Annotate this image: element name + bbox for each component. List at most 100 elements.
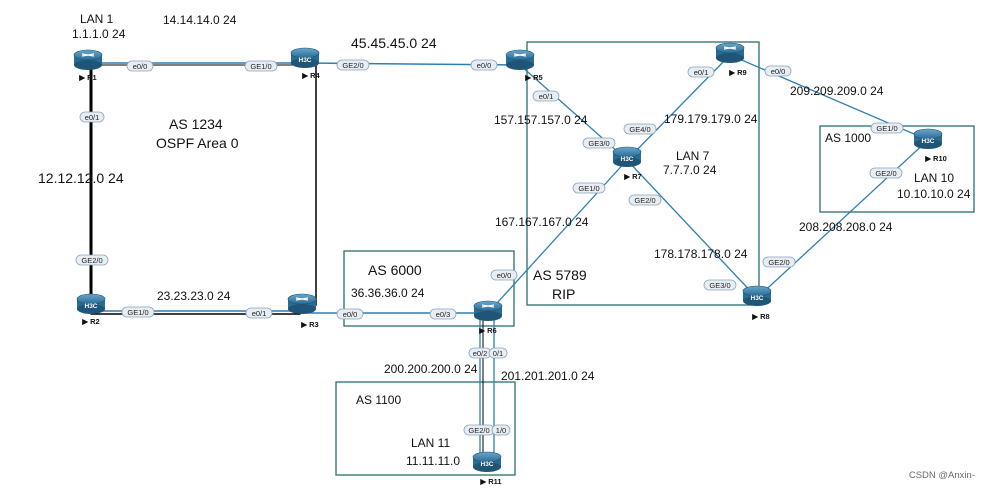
svg-text:GE2/0: GE2/0	[468, 426, 489, 435]
svg-text:GE2/0: GE2/0	[875, 169, 896, 178]
net-209: 209.209.209.0 24	[790, 84, 884, 98]
router-r11[interactable]: H3C ▶ R11	[472, 451, 502, 486]
router-r5[interactable]: ▶ R5	[505, 49, 543, 82]
router-r2[interactable]: H3C ▶ R2	[76, 293, 106, 326]
svg-text:GE3/0: GE3/0	[709, 281, 730, 290]
router-r6[interactable]: ▶ R6	[473, 300, 503, 335]
port-r1-e01: e0/1	[79, 111, 105, 123]
net-45: 45.45.45.0 24	[351, 35, 437, 51]
net-36: 36.36.36.0 24	[351, 286, 425, 300]
svg-text:e0/0: e0/0	[343, 310, 358, 319]
svg-text:GE4/0: GE4/0	[629, 125, 650, 134]
net-208: 208.208.208.0 24	[799, 220, 893, 234]
svg-text:H3C: H3C	[921, 138, 934, 145]
as6000-label: AS 6000	[368, 262, 422, 278]
port-r11-ge20: GE2/0	[463, 424, 495, 436]
svg-text:▶ R8: ▶ R8	[751, 312, 769, 321]
lan7-name: LAN 7	[676, 149, 710, 163]
svg-text:GE3/0: GE3/0	[588, 139, 609, 148]
router-r9[interactable]: ▶ R9	[715, 42, 747, 77]
net-14: 14.14.14.0 24	[163, 13, 237, 27]
router-r8[interactable]: H3C ▶ R8	[742, 285, 772, 321]
svg-text:▶ R7: ▶ R7	[623, 172, 641, 181]
link-r9-r7	[626, 54, 731, 161]
router-r3[interactable]: ▶ R3	[287, 293, 319, 329]
svg-text:H3C: H3C	[480, 461, 493, 468]
port-r9-e00: e0/0	[764, 65, 792, 77]
port-r9-e01: e0/1	[687, 66, 715, 78]
svg-text:H3C: H3C	[620, 156, 633, 163]
router-r7[interactable]: H3C ▶ R7	[612, 146, 642, 181]
net-200: 200.200.200.0 24	[384, 362, 478, 376]
port-r10-ge20: GE2/0	[869, 167, 903, 179]
svg-text:H3C: H3C	[298, 57, 311, 64]
svg-text:GE2/0: GE2/0	[634, 196, 655, 205]
router-r4[interactable]: H3C ▶ R4	[290, 47, 321, 80]
net-179: 179.179.179.0 24	[664, 112, 758, 126]
port-r3-e01: e0/1	[245, 307, 273, 319]
svg-text:GE1/0: GE1/0	[127, 308, 148, 317]
lan10-network: 10.10.10.0 24	[897, 187, 971, 201]
svg-text:GE2/0: GE2/0	[768, 258, 789, 267]
net-157: 157.157.157.0 24	[494, 113, 588, 127]
as6000-area-box	[343, 250, 515, 327]
lan10-name: LAN 10	[914, 171, 954, 185]
svg-text:▶ R4: ▶ R4	[301, 71, 320, 80]
port-r6-e00: e0/0	[490, 269, 518, 281]
svg-text:e0/0: e0/0	[497, 271, 512, 280]
as1100-label: AS 1100	[356, 393, 401, 407]
svg-text:▶ R6: ▶ R6	[478, 326, 496, 335]
port-r10-ge10: GE1/0	[870, 122, 904, 134]
net-12: 12.12.12.0 24	[38, 170, 124, 186]
link-r8-r10	[756, 139, 929, 299]
port-r11-10: 1/0	[491, 424, 511, 436]
svg-text:e0/0: e0/0	[771, 67, 786, 76]
net-167: 167.167.167.0 24	[495, 215, 589, 229]
svg-text:▶ R9: ▶ R9	[728, 68, 746, 77]
svg-text:▶ R10: ▶ R10	[924, 154, 947, 163]
svg-text:e0/3: e0/3	[436, 310, 451, 319]
ospf-label: OSPF Area 0	[156, 135, 239, 151]
network-labels: LAN 1 1.1.1.0 24 14.14.14.0 24 45.45.45.…	[38, 12, 971, 468]
svg-text:GE1/0: GE1/0	[876, 124, 897, 133]
watermark: CSDN @Anxin-	[909, 470, 975, 481]
port-r6-e02: e0/2	[468, 347, 492, 359]
lan1-network: 1.1.1.0 24	[72, 27, 126, 41]
as1100-area-box	[335, 381, 516, 476]
svg-text:e0/1: e0/1	[694, 68, 709, 77]
port-r2-ge10: GE1/0	[121, 306, 155, 318]
port-labels: e0/0 GE1/0 GE2/0 e0/0 e0/1 GE2/0 GE1/0 e…	[75, 59, 904, 436]
svg-text:GE2/0: GE2/0	[342, 61, 363, 70]
port-r2-ge20: GE2/0	[75, 254, 109, 266]
svg-text:▶ R2: ▶ R2	[81, 317, 99, 326]
net-201: 201.201.201.0 24	[501, 369, 595, 383]
lan1-name: LAN 1	[80, 12, 114, 26]
port-r5-e00: e0/0	[470, 59, 498, 71]
lan11-name: LAN 11	[411, 436, 450, 450]
port-r1-e00: e0/0	[126, 60, 154, 72]
router-r1[interactable]: ▶ R1	[73, 49, 103, 82]
port-r6-e03: e0/3	[429, 308, 457, 320]
lan11-network: 11.11.11.0	[406, 454, 460, 468]
link-r7-r8	[626, 159, 758, 299]
port-r5-e01: e0/1	[532, 90, 560, 102]
port-r7-ge20: GE2/0	[628, 194, 662, 206]
svg-text:▶ R5: ▶ R5	[524, 73, 542, 82]
port-r6-e01: 0/1	[488, 347, 508, 359]
as5789-label: AS 5789	[533, 267, 587, 283]
port-r3-e00: e0/0	[336, 308, 364, 320]
svg-text:e0/0: e0/0	[133, 62, 148, 71]
rip-label: RIP	[552, 286, 575, 302]
router-r10[interactable]: H3C ▶ R10	[913, 128, 947, 163]
svg-text:e0/1: e0/1	[252, 309, 267, 318]
as1234-label: AS 1234	[169, 116, 223, 132]
port-r8-ge20: GE2/0	[762, 256, 796, 268]
lan7-network: 7.7.7.0 24	[663, 163, 717, 177]
svg-text:e0/2: e0/2	[473, 349, 488, 358]
svg-text:GE1/0: GE1/0	[250, 62, 271, 71]
net-178: 178.178.178.0 24	[654, 247, 748, 261]
area-boxes	[335, 41, 975, 476]
svg-text:▶ R3: ▶ R3	[300, 320, 318, 329]
